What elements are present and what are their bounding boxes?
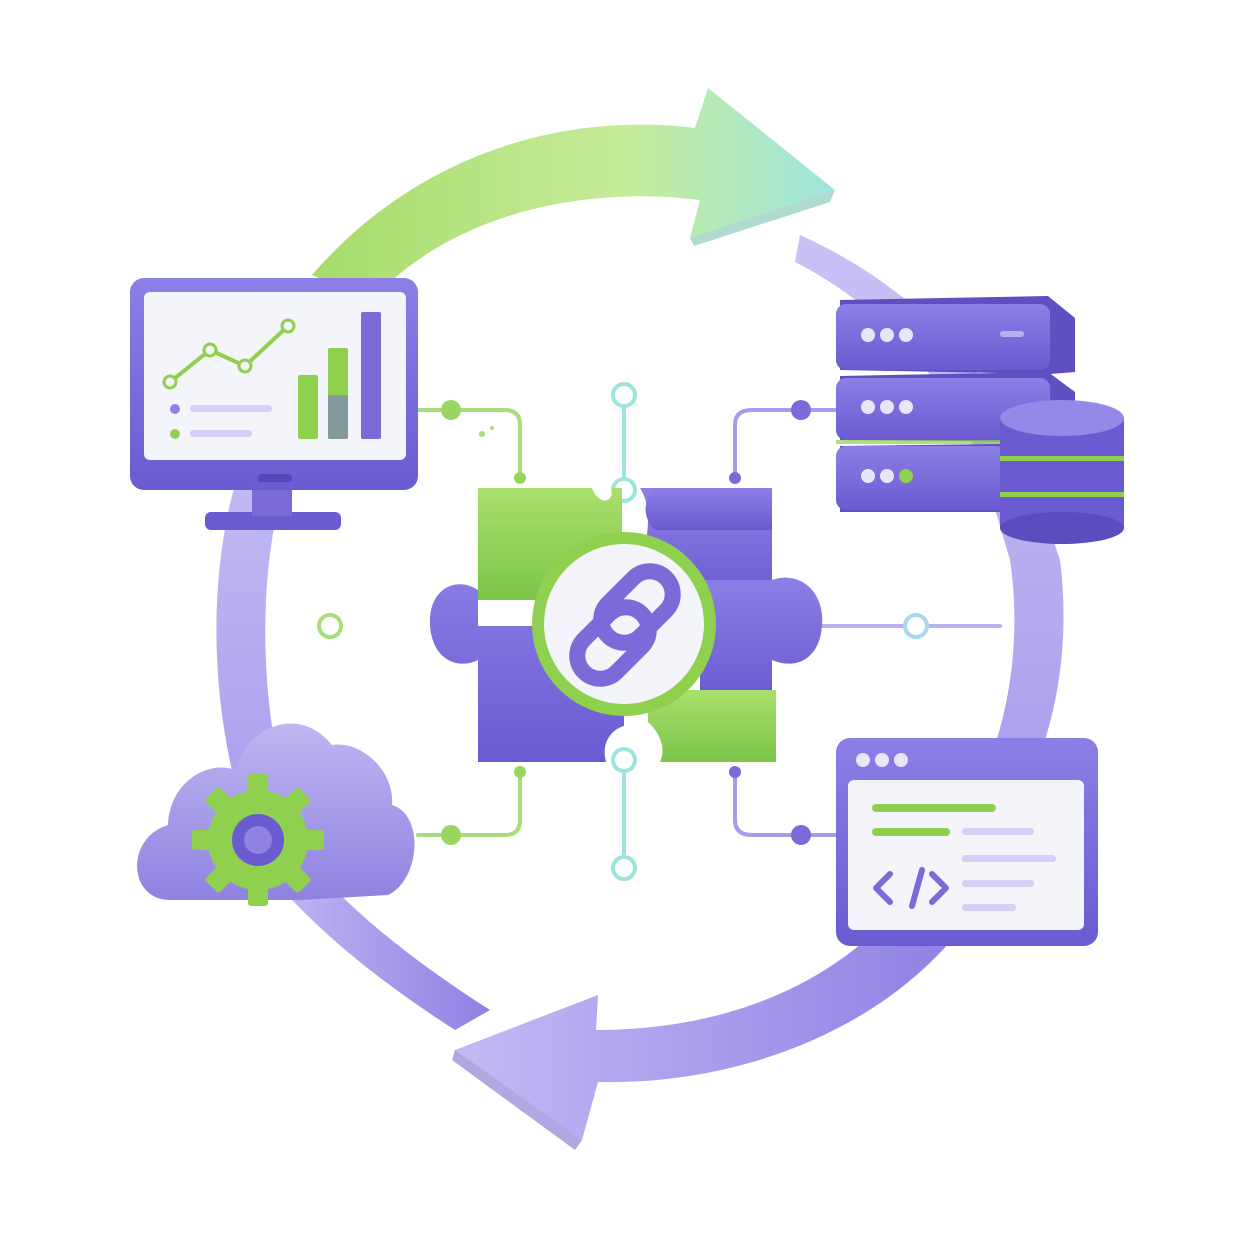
code-brackets-icon [873,867,949,909]
database-icon [1000,400,1124,544]
chain-link-icon [569,563,681,687]
puzzle-piece-purple-left [429,560,624,762]
server-unit [836,444,1006,512]
gear-icon [192,774,324,906]
code-window-icon [836,738,1098,946]
top-arrow [312,88,835,300]
server-stack-icon [836,296,1075,512]
top-arrow-shade [690,190,835,246]
puzzle-knob-right [700,577,823,700]
connector-nodes [317,382,929,881]
cloud-gear-icon [137,723,415,906]
bottom-left-arc [265,858,490,1030]
puzzle-link-icon [429,488,823,762]
monitor-analytics-icon [130,278,418,530]
connector-cloud [416,768,522,837]
connector-monitor [416,408,522,480]
bottom-arrow [455,900,960,1140]
puzzle-piece-green-bottom [648,690,776,762]
server-unit [836,296,1075,374]
bottom-arrow-shade [452,1050,582,1150]
connector-code [733,768,838,837]
connector-server [733,408,838,480]
